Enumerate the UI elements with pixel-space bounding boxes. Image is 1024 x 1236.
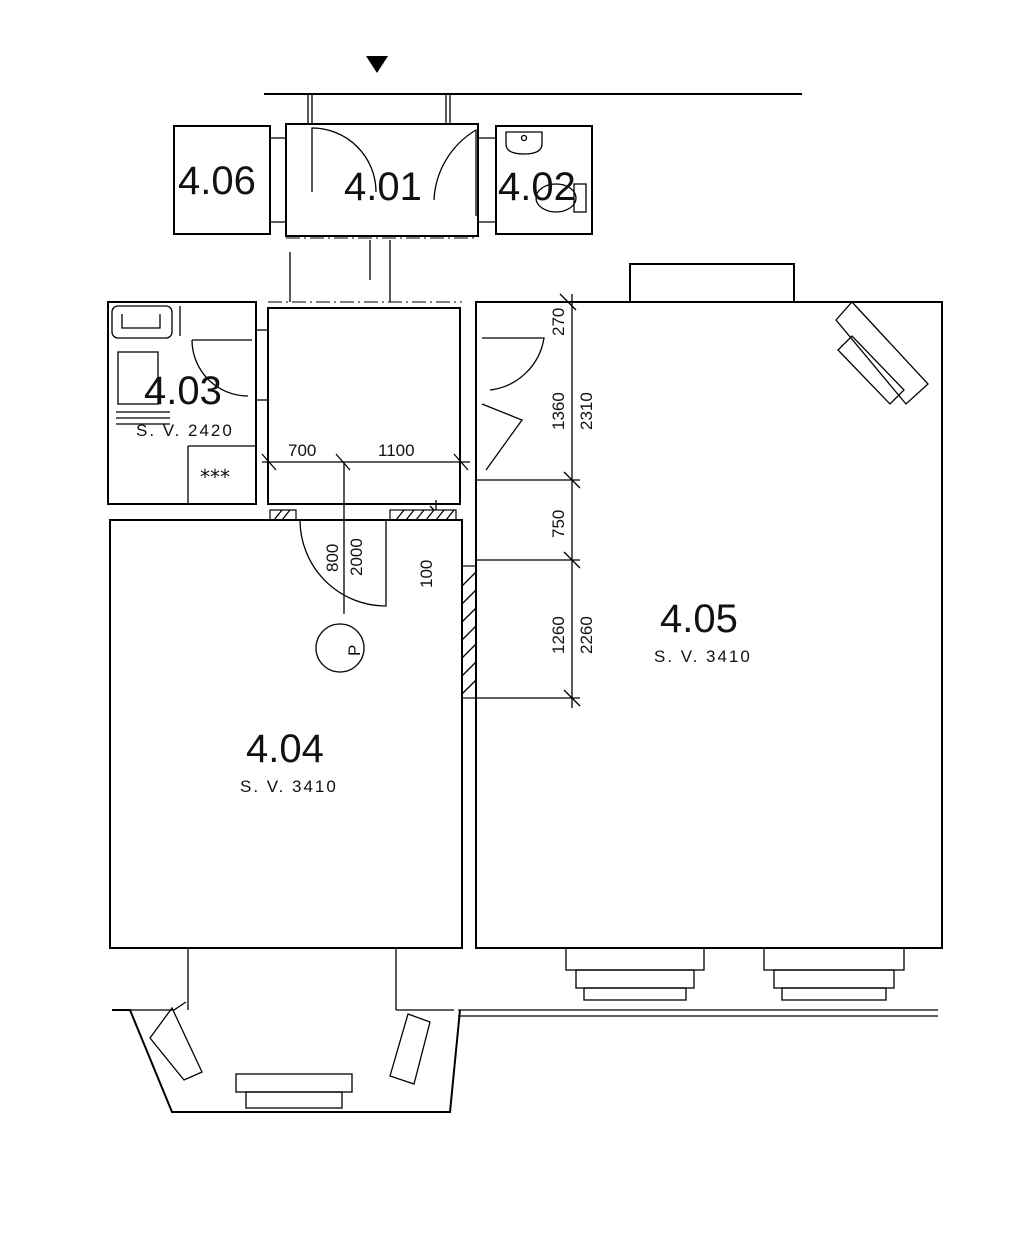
entrance-arrow-icon [366, 56, 388, 73]
cooktop-marks: *** [200, 465, 230, 489]
dim-1260: 1260 [549, 616, 568, 654]
room-number: 4.03 [144, 369, 222, 413]
room-number: 4.01 [344, 165, 422, 209]
window [763, 947, 905, 1001]
dim-1360: 1360 [549, 392, 568, 430]
room-number: 4.04 [246, 727, 324, 771]
stove-icon [835, 301, 929, 405]
room-number: 4.02 [498, 165, 576, 209]
room-height: S. V. 2420 [136, 421, 234, 440]
hall: 700 1100 [261, 307, 470, 614]
dim-700: 700 [288, 441, 316, 460]
parking-label: P [345, 645, 364, 656]
toilet-icon [535, 183, 587, 213]
door-swing [433, 128, 477, 216]
dim-2260: 2260 [577, 616, 596, 654]
dim-2310: 2310 [577, 392, 596, 430]
dim-1100: 1100 [378, 441, 415, 460]
room-number: 4.05 [660, 597, 738, 641]
room-4-03: *** 4.03 S. V. 2420 [107, 301, 257, 505]
bay-window [112, 948, 938, 1113]
room-height: S. V. 3410 [654, 647, 752, 666]
room-4-05: 270 1360 2310 750 1260 2260 4.05 S. V. 3… [475, 263, 943, 949]
door-swing [299, 519, 387, 607]
dim-800: 800 [323, 544, 342, 572]
sink-icon [117, 351, 159, 405]
bathtub-icon [111, 305, 173, 339]
door-swing [482, 337, 545, 391]
room-4-06: 4.06 [173, 125, 271, 235]
parking-symbol: P [315, 623, 365, 673]
room-number: 4.06 [178, 159, 256, 203]
room-4-02: 4.02 [495, 125, 593, 235]
partition-hatch [269, 509, 477, 699]
dim-750: 750 [549, 510, 568, 538]
room-4-01: 4.01 [285, 123, 479, 237]
window [565, 947, 705, 1001]
door-swing [311, 127, 377, 193]
chimney [629, 263, 795, 303]
dim-270: 270 [549, 308, 568, 336]
dim-100: 100 [417, 560, 436, 588]
room-4-04: 800 2000 100 P 4.04 S. V. 3410 [109, 519, 463, 949]
dim-2000: 2000 [347, 538, 366, 576]
washbasin-icon [505, 131, 543, 155]
room-height: S. V. 3410 [240, 777, 338, 796]
